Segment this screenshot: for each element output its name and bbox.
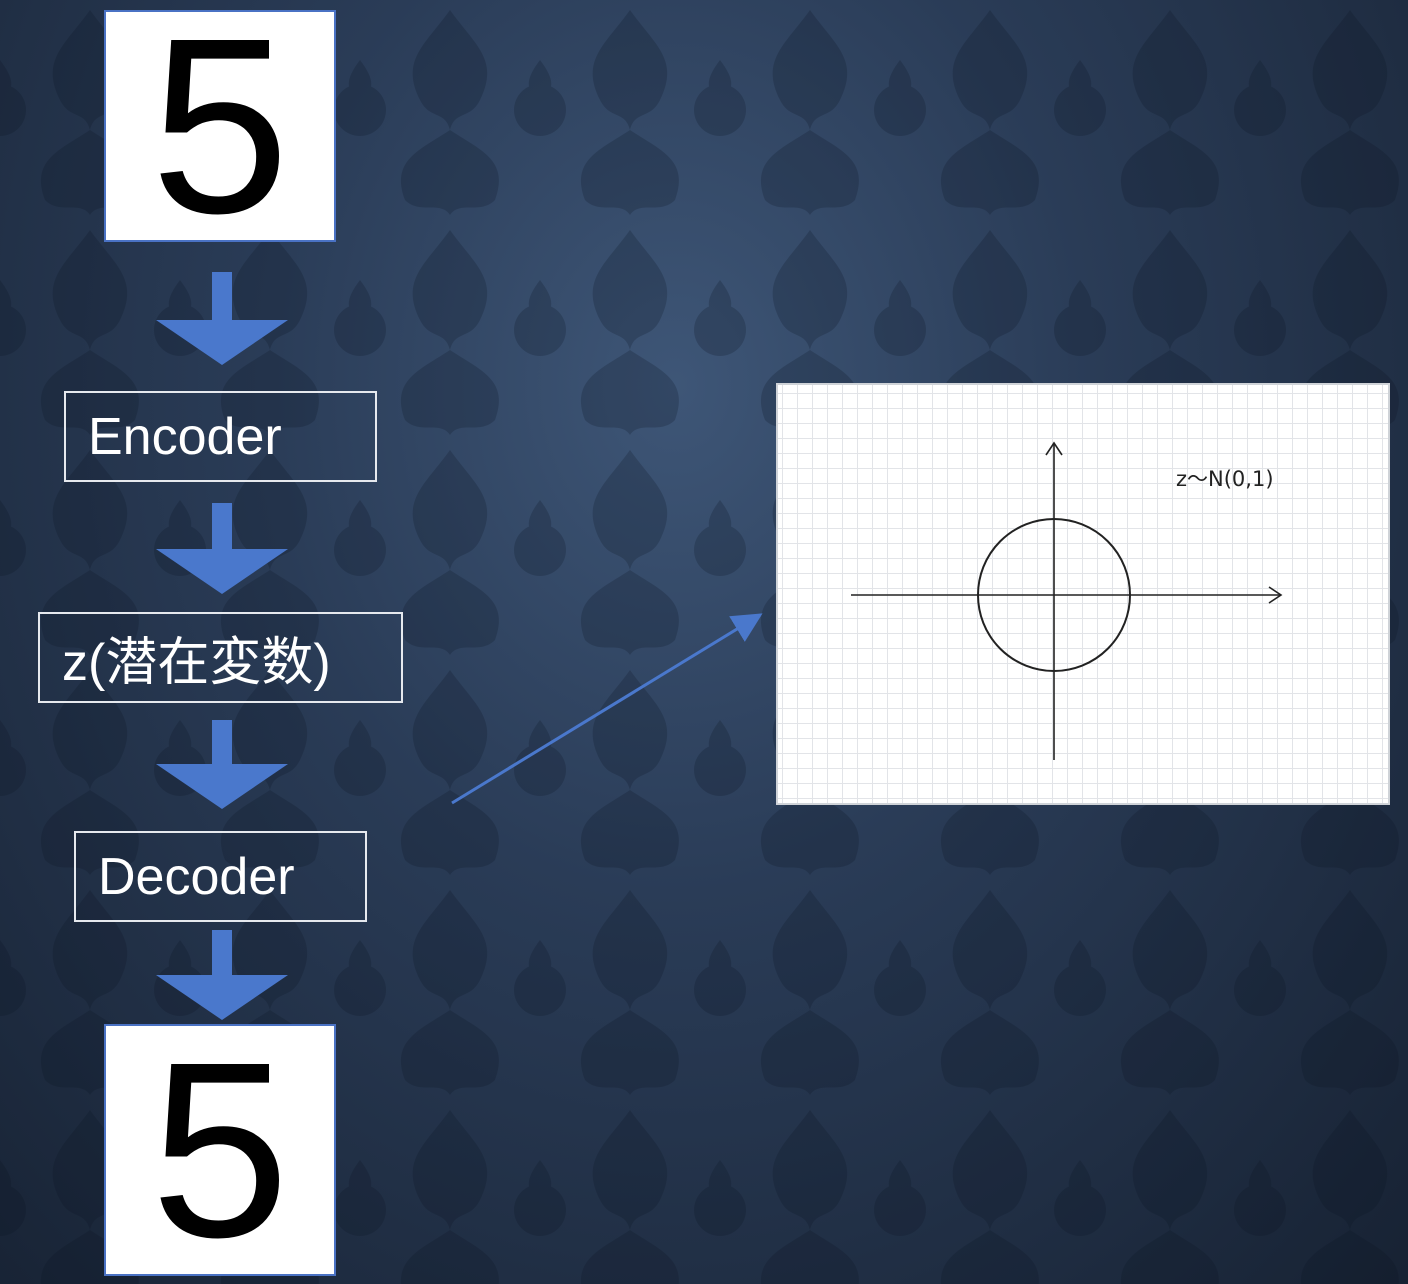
distribution-label: z〜N(0,1) xyxy=(1176,467,1274,491)
input-digit: 5 xyxy=(150,10,290,242)
latent-distribution-panel: z〜N(0,1) xyxy=(776,383,1390,805)
latent-connector-arrow xyxy=(451,613,763,805)
latent-variable-box: z(潜在変数) xyxy=(38,612,403,703)
down-arrow-3 xyxy=(156,720,288,809)
down-arrow-1 xyxy=(156,272,288,365)
latent-variable-label: z(潜在変数) xyxy=(62,634,331,692)
down-arrow-2 xyxy=(156,503,288,594)
down-arrow-4 xyxy=(156,930,288,1020)
decoder-label: Decoder xyxy=(98,847,295,906)
output-digit-image: 5 xyxy=(104,1024,336,1276)
unit-circle xyxy=(977,518,1131,672)
output-digit: 5 xyxy=(150,1024,290,1276)
encoder-box: Encoder xyxy=(64,391,377,482)
encoder-label: Encoder xyxy=(88,407,282,466)
decoder-box: Decoder xyxy=(74,831,367,922)
y-axis-arrowhead xyxy=(1045,441,1063,456)
x-axis-arrowhead xyxy=(1268,586,1283,604)
latent-space-plot xyxy=(851,441,1283,760)
input-digit-image: 5 xyxy=(104,10,336,242)
